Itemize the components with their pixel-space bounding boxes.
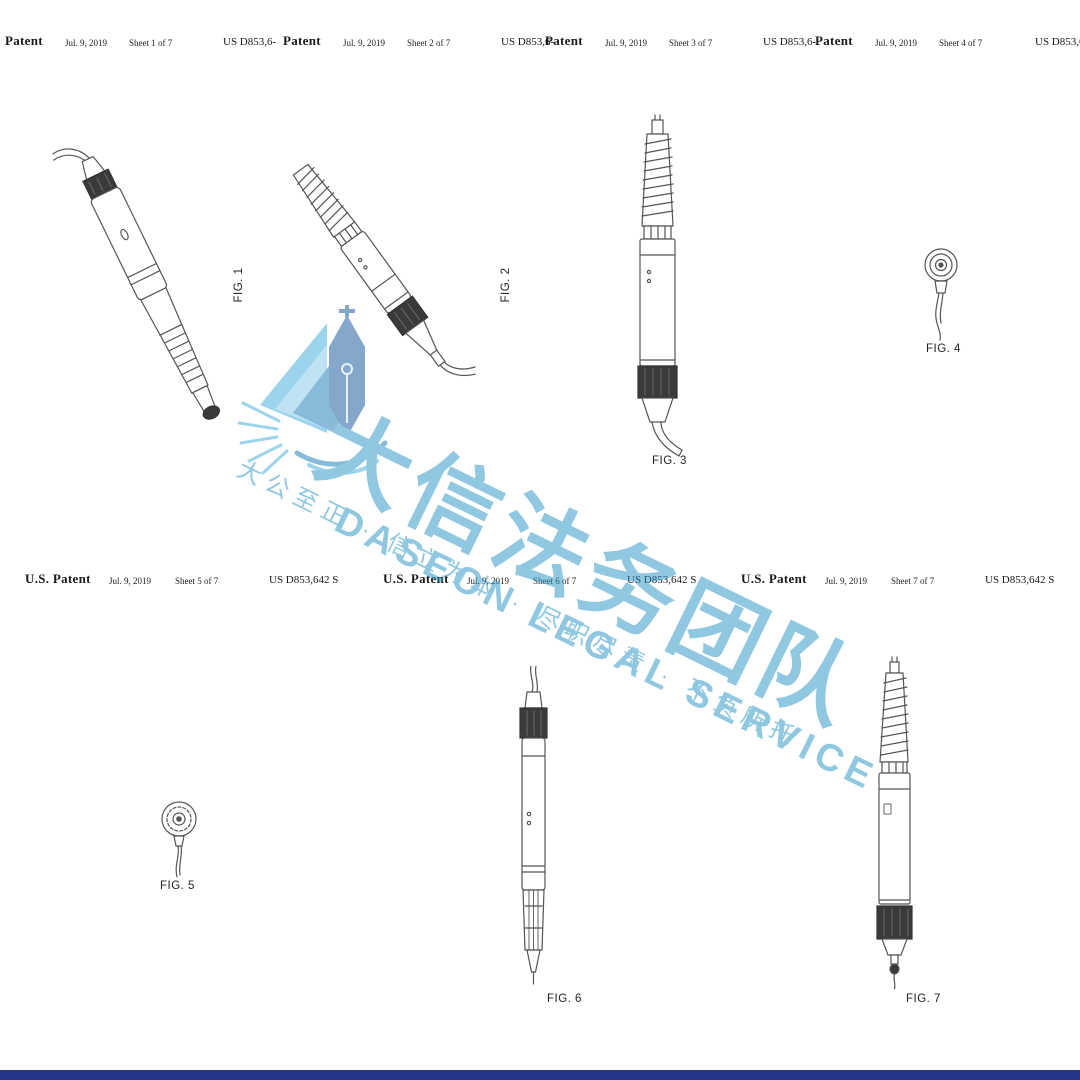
fig7-label: FIG. 7 (906, 993, 941, 1005)
fig3-pen-drawing (637, 114, 683, 457)
patent-number: US D853,6- (763, 36, 817, 48)
patent-number: US D853,6- (223, 36, 277, 48)
fig4-top-view-drawing (924, 248, 958, 341)
sheet-header-5: U.S. Patent Jul. 9, 2019 Sheet 5 of 7 US… (25, 571, 338, 591)
patent-number: US D853,6- (501, 36, 555, 48)
fig5-top-view-drawing (161, 801, 197, 878)
fig1-pen-drawing (52, 148, 220, 420)
watermark-english-name: DASEON LEGAL SERVICE (328, 499, 885, 800)
fig2-pen-drawing (292, 163, 476, 377)
bottom-bar (0, 1070, 1080, 1080)
fig7-pen-drawing (876, 656, 913, 990)
sheet-header-7: U.S. Patent Jul. 9, 2019 Sheet 7 of 7 US… (741, 571, 1054, 591)
sheet-number: Sheet 2 of 7 (407, 38, 451, 48)
patent-title: Patent (545, 33, 583, 48)
sheet-number: Sheet 7 of 7 (891, 576, 935, 586)
sheet-number: Sheet 4 of 7 (939, 38, 983, 48)
fig4-label: FIG. 4 (926, 343, 961, 355)
sheet-header-3: Patent Jul. 9, 2019 Sheet 3 of 7 US D853… (545, 33, 835, 53)
sheet-header-2: Patent Jul. 9, 2019 Sheet 2 of 7 US D853… (283, 33, 573, 53)
patent-date: Jul. 9, 2019 (875, 38, 918, 48)
patent-date: Jul. 9, 2019 (825, 576, 868, 586)
fig6-pen-drawing (519, 666, 548, 985)
sheet-header-6: U.S. Patent Jul. 9, 2019 Sheet 6 of 7 US… (383, 571, 696, 591)
sheet-header-1: Patent Jul. 9, 2019 Sheet 1 of 7 US D853… (5, 33, 295, 53)
patent-date: Jul. 9, 2019 (467, 576, 510, 586)
patent-date: Jul. 9, 2019 (605, 38, 648, 48)
patent-number: US D853,642 S (627, 574, 697, 586)
fig3-label: FIG. 3 (652, 455, 687, 467)
fig5-label: FIG. 5 (160, 880, 195, 892)
patent-number: US D853,642 S (269, 574, 339, 586)
sheet-number: Sheet 6 of 7 (533, 576, 577, 586)
fig2-label: FIG. 2 (500, 267, 512, 303)
patent-title: Patent (5, 33, 43, 48)
sheet-header-4: Patent Jul. 9, 2019 Sheet 4 of 7 US D853… (815, 33, 1080, 53)
fig6-label: FIG. 6 (547, 993, 582, 1005)
patent-title: Patent (815, 33, 853, 48)
patent-title: U.S. Patent (383, 571, 449, 586)
sheet-number: Sheet 1 of 7 (129, 38, 173, 48)
patent-date: Jul. 9, 2019 (65, 38, 108, 48)
sheet-number: Sheet 3 of 7 (669, 38, 713, 48)
patent-title: U.S. Patent (741, 571, 807, 586)
fig1-label: FIG. 1 (233, 267, 245, 303)
patent-date: Jul. 9, 2019 (109, 576, 152, 586)
patent-number: US D853,6- (1035, 36, 1080, 48)
patent-number: US D853,642 S (985, 574, 1055, 586)
sheet-number: Sheet 5 of 7 (175, 576, 219, 586)
patent-date: Jul. 9, 2019 (343, 38, 386, 48)
patent-title: Patent (283, 33, 321, 48)
patent-title: U.S. Patent (25, 571, 91, 586)
